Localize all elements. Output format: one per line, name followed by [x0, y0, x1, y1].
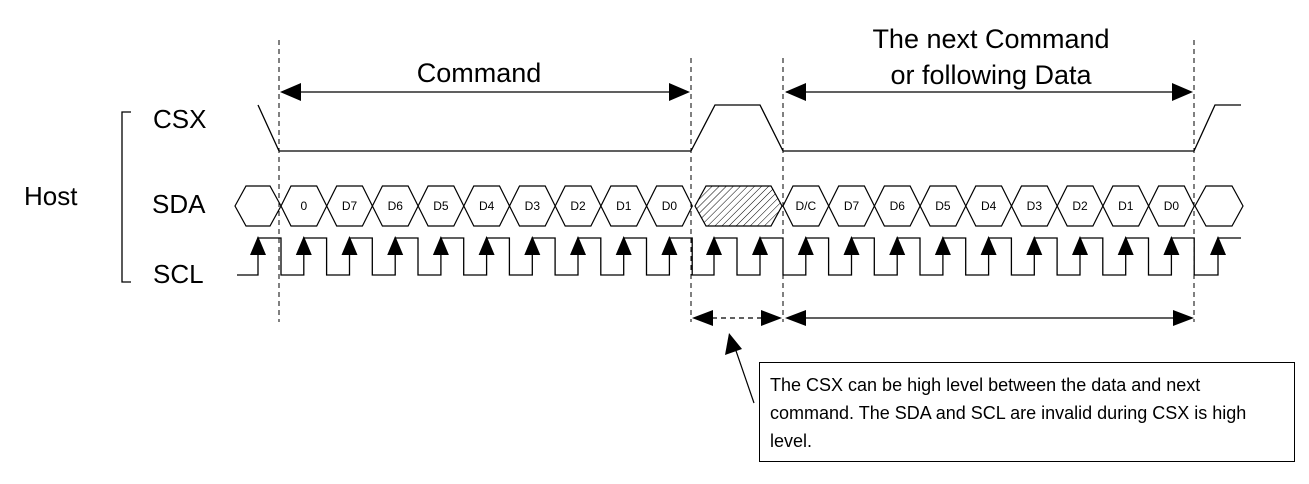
sda-command-bit-label: D3: [525, 199, 541, 213]
host-bracket: [121, 111, 131, 283]
sda-next-bit-label: D/C: [796, 199, 817, 213]
scl-rising-edge-arrow: [615, 236, 632, 255]
sda-command-bit-label: D5: [433, 199, 449, 213]
scl-rising-edge-arrow: [843, 236, 860, 255]
note-pointer-line: [733, 344, 755, 404]
sda-command-bit-label: 0: [301, 199, 308, 213]
scl-rising-edge-arrow: [1026, 236, 1043, 255]
span-arrows: [282, 91, 1191, 319]
arrowhead-left: [785, 310, 806, 326]
scl-rising-edge-arrow: [661, 236, 678, 255]
scl-rising-edge-arrow: [797, 236, 814, 255]
next-command-label-line2: or following Data: [890, 60, 1092, 90]
arrowhead-left: [692, 310, 713, 326]
scl-rising-edge-arrow: [387, 236, 404, 255]
scl-rising-edge-arrows: [250, 236, 1226, 255]
sda-next-bit-label: D5: [935, 199, 951, 213]
host-label: Host: [24, 181, 78, 211]
arrowhead-right: [1173, 310, 1194, 326]
sda-next-bit-label: D3: [1027, 199, 1043, 213]
scl-rising-edge-arrow: [1117, 236, 1134, 255]
scl-label: SCL: [153, 259, 204, 289]
scl-rising-edge-arrow: [889, 236, 906, 255]
scl-rising-edge-arrow: [524, 236, 541, 255]
sda-command-bit-label: D6: [388, 199, 404, 213]
span-arrowheads: [280, 83, 1194, 326]
next-command-label-line1: The next Command: [872, 24, 1109, 54]
arrowhead-left: [280, 83, 301, 101]
scl-rising-edge-arrow: [706, 236, 722, 255]
scl-rising-edge-arrow: [250, 236, 266, 255]
scl-rising-edge-arrow: [1072, 236, 1088, 255]
arrowhead-right: [669, 83, 690, 101]
sda-next-bit-label: D4: [981, 199, 997, 213]
sda-command-bit-cell: [645, 185, 693, 227]
scl-rising-edge-arrow: [1163, 236, 1180, 255]
scl-rising-edge-arrow: [432, 236, 449, 255]
note-callout: The CSX can be high level between the da…: [759, 362, 1295, 462]
sda-label: SDA: [152, 189, 206, 219]
sda-command-bit-label: D7: [342, 199, 358, 213]
sda-next-bit-label: D6: [890, 199, 906, 213]
scl-rising-edge-arrow: [752, 236, 768, 255]
sda-trailing-cell: [1194, 185, 1244, 227]
csx-waveform: [257, 104, 1241, 152]
sda-command-bit-label: D0: [662, 199, 678, 213]
scl-rising-edge-arrow: [980, 236, 997, 255]
sda-leading-cell: [234, 185, 282, 227]
sda-next-bit-label: D7: [844, 199, 860, 213]
arrowhead-right: [1172, 83, 1193, 101]
scl-rising-edge-arrow: [478, 236, 495, 255]
sda-invalid-region: [694, 185, 783, 227]
sda-next-bit-cell: [1147, 185, 1195, 227]
csx-label: CSX: [153, 104, 206, 134]
arrowhead-left: [785, 83, 806, 101]
scl-waveform: [237, 237, 1241, 276]
scl-rising-edge-arrow: [934, 236, 951, 255]
sda-command-bit-label: D2: [570, 199, 586, 213]
command-label: Command: [417, 58, 542, 88]
scl-rising-edge-arrow: [341, 236, 358, 255]
arrowhead-right: [761, 310, 782, 326]
sda-next-bit-label: D1: [1118, 199, 1134, 213]
sda-next-bit-label: D2: [1072, 199, 1088, 213]
sda-waveform: 0 D7 D6 D5 D4 D3 D2 D1 D0 D/C D7 D6 D5 D4 D3 D2 D1 D0: [234, 185, 1244, 227]
sda-command-bit-label: D4: [479, 199, 495, 213]
sda-next-bit-label: D0: [1164, 199, 1180, 213]
scl-rising-edge-arrow: [1210, 236, 1226, 255]
scl-rising-edge-arrow: [295, 236, 312, 255]
scl-rising-edge-arrow: [570, 236, 586, 255]
sda-command-bit-label: D1: [616, 199, 632, 213]
note-pointer-arrowhead: [725, 333, 742, 355]
